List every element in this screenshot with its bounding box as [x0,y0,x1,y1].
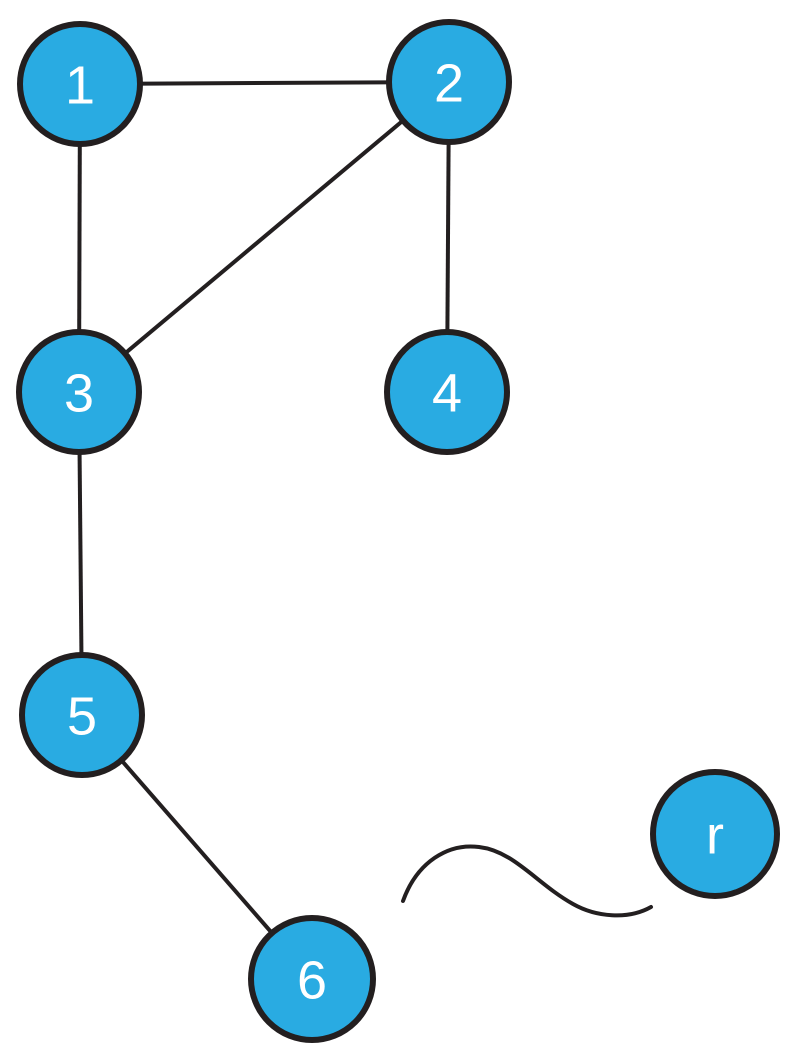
node-circle-r [650,769,780,899]
node-circle-3 [16,329,142,455]
node-label-4: 4 [432,363,462,423]
node-circle-6 [248,915,376,1043]
node-4: 4 [384,329,510,455]
edges-layer [77,80,451,981]
node-label-5: 5 [67,686,97,746]
squiggle-layer [401,844,653,918]
node-6: 6 [248,915,376,1043]
nodes-layer: 1 2 3 4 5 6 r [16,19,780,1043]
node-2: 2 [386,19,512,145]
node-3: 3 [16,329,142,455]
node-5: 5 [19,652,145,778]
node-circle-5 [19,652,145,778]
node-label-3: 3 [64,363,94,423]
node-label-6: 6 [297,950,327,1010]
node-circle-1 [17,21,143,147]
node-r: r [650,769,780,899]
node-label-1: 1 [65,55,95,115]
node-circle-4 [384,329,510,455]
squiggle-curve [401,844,653,918]
node-circle-2 [386,19,512,145]
node-1: 1 [17,21,143,147]
node-label-2: 2 [434,53,464,113]
edge-2-3 [77,80,451,394]
node-label-r: r [706,805,724,865]
